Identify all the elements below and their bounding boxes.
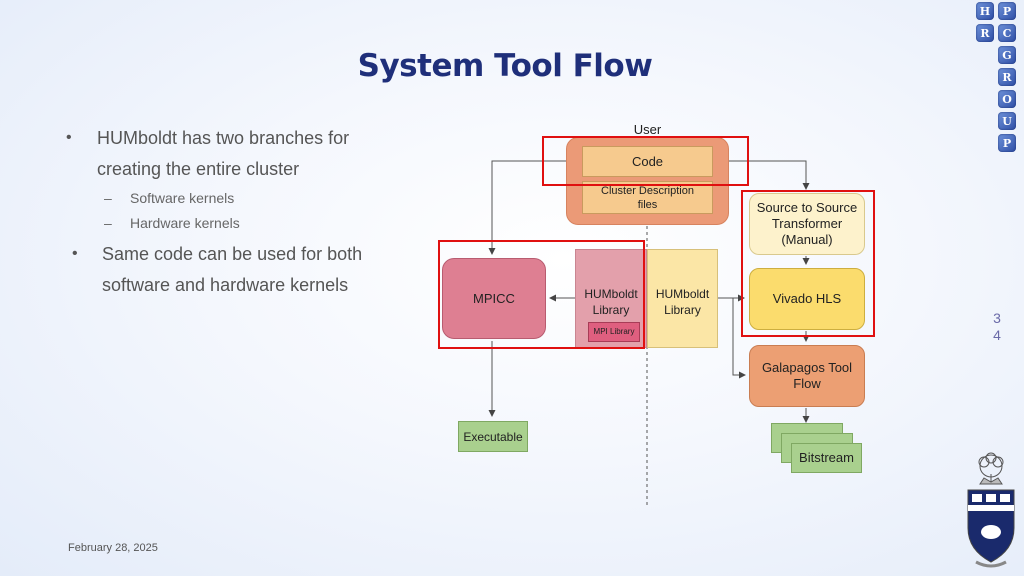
university-crest-icon (967, 452, 1015, 568)
bullet-marker: • (72, 245, 78, 262)
bullet-2-line-1: Same code can be used for both (102, 244, 363, 264)
arrow-code-to-s2s (729, 160, 810, 190)
logo-piece: O (998, 90, 1016, 108)
cluster-desc-line-1: Cluster Description (601, 184, 694, 197)
footer-date: February 28, 2025 (68, 542, 158, 554)
s2s-line-3: (Manual) (781, 232, 833, 247)
galapagos-line-1: Galapagos Tool (761, 360, 853, 375)
user-label: User (633, 122, 662, 137)
source-to-source-box: Source to Source Transformer (Manual) (749, 193, 865, 255)
humboldt-sw-line-1: HUMboldt (584, 287, 638, 301)
arrow-code-to-mpicc (488, 160, 566, 255)
galapagos-tool-flow-box: Galapagos Tool Flow (749, 345, 865, 407)
dash-marker: – (104, 190, 112, 206)
s2s-line-1: Source to Source (756, 200, 858, 215)
bullet-marker: • (66, 129, 72, 146)
mpi-library-label: MPI Library (593, 327, 635, 336)
highlight-frame-software (438, 240, 645, 349)
logo-piece: P (998, 134, 1016, 152)
logo-piece: R (976, 24, 994, 42)
code-box: Code (582, 146, 713, 177)
cluster-desc-line-2: files (637, 198, 658, 211)
humboldt-sw-line-2: Library (592, 303, 630, 317)
dash-marker: – (104, 215, 112, 231)
humboldt-hw-line-2: Library (664, 303, 701, 317)
humboldt-hw-line-1: HUMboldt (655, 287, 710, 301)
vivado-hls-box: Vivado HLS (749, 268, 865, 330)
logo-piece: C (998, 24, 1016, 42)
highlight-frame-hardware (741, 190, 875, 337)
logo-piece: G (998, 46, 1016, 64)
logo-piece: R (998, 68, 1016, 86)
sub-bullet-software: Software kernels (130, 190, 235, 206)
logo-piece: U (998, 112, 1016, 130)
bitstream-box: Bitstream (791, 443, 862, 473)
executable-box: Executable (458, 421, 528, 452)
mpicc-label: MPICC (473, 290, 515, 306)
highlight-frame-code (542, 136, 749, 186)
bullet-1-line-2: creating the entire cluster (97, 159, 300, 179)
galapagos-line-2: Flow (793, 376, 821, 391)
bitstream-label: Bitstream (799, 450, 854, 465)
mpicc-box: MPICC (442, 258, 546, 339)
slide-title: System Tool Flow (357, 48, 653, 84)
arrow-library-to-galapagos (732, 298, 746, 379)
cluster-description-box: Cluster Description files (582, 181, 713, 214)
hpc-group-logo: H P R C G R O U P (970, 0, 1024, 170)
page-number-digit-2: 4 (993, 327, 1001, 343)
page-number: 3 4 (988, 310, 1006, 344)
mpi-library-box: MPI Library (588, 322, 640, 342)
logo-piece: H (976, 2, 994, 20)
executable-label: Executable (463, 429, 523, 444)
bullet-2-line-2: software and hardware kernels (102, 275, 349, 295)
s2s-line-2: Transformer (771, 216, 843, 231)
vivado-label: Vivado HLS (772, 291, 842, 306)
page-number-digit-1: 3 (993, 310, 1001, 326)
code-label: Code (631, 153, 664, 169)
bullet-1-line-1: HUMboldt has two branches for (97, 128, 350, 148)
sub-bullet-hardware: Hardware kernels (130, 215, 240, 231)
humboldt-library-hardware: HUMboldt Library (647, 249, 718, 348)
logo-piece: P (998, 2, 1016, 20)
